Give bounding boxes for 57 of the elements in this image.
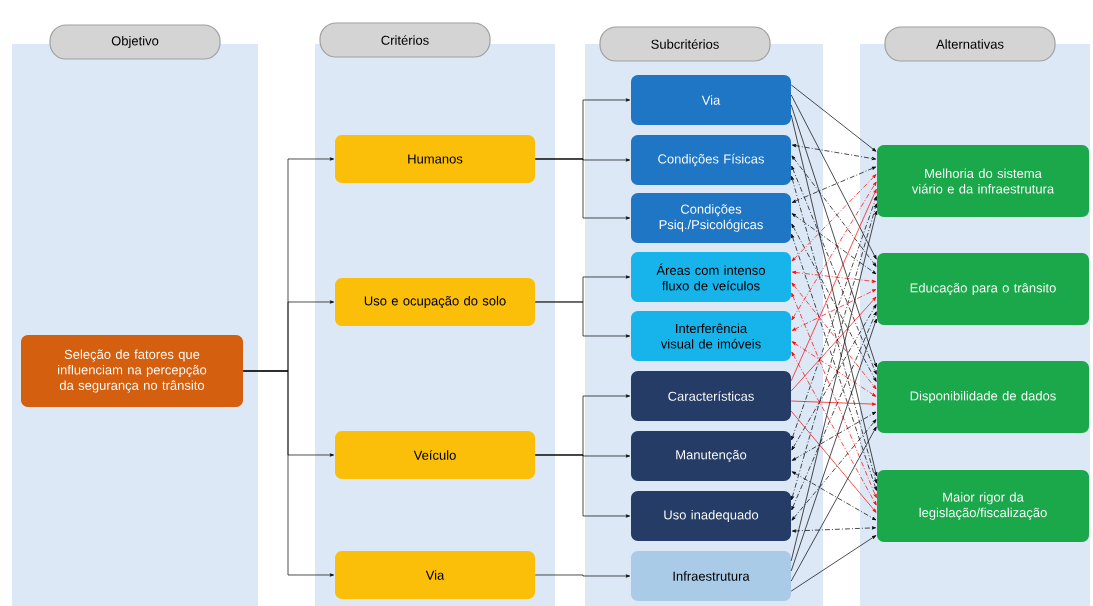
arrow [791, 289, 877, 331]
subcriterion-box: Características [631, 371, 791, 421]
arrow [790, 296, 877, 392]
arrow [790, 175, 878, 484]
arrow [791, 471, 877, 521]
arrow [791, 411, 877, 461]
subcriterion-box: Via [631, 75, 791, 125]
column-header: Alternativas [884, 26, 1056, 62]
criterion-box: Veículo [335, 431, 535, 479]
arrow [791, 282, 877, 390]
subcriterion-box: Interferência visual de imóveis [631, 311, 791, 361]
alternative-box: Disponibilidade de dados [877, 361, 1089, 433]
arrow [242, 370, 335, 577]
subcriterion-box: Áreas com intenso fluxo de veículos [631, 252, 791, 302]
subcriterion-box: Manutenção [631, 431, 791, 481]
alternative-box: Melhoria do sistema viário e da infraestrutura [877, 145, 1089, 217]
arrow [791, 166, 877, 203]
subcriterion-box: Condições Físicas [631, 135, 791, 185]
arrow [791, 419, 877, 521]
arrow [534, 574, 631, 578]
arrow [790, 410, 877, 513]
arrow [790, 318, 877, 572]
criterion-box: Via [335, 551, 535, 599]
arrow [791, 223, 877, 382]
column-header: Subcritérios [599, 26, 771, 62]
subcriterion-box: Condições Psiq./Psicológicas [631, 193, 791, 243]
arrow [790, 104, 877, 368]
arrow [791, 270, 877, 283]
arrow [790, 210, 878, 562]
subcriterion-box: Uso inadequado [631, 491, 791, 541]
goal-box: Seleção de fatores que influenciam na percepção da segurança no trânsito [21, 335, 243, 407]
arrow [790, 84, 877, 152]
arrow [790, 94, 877, 260]
criterion-box: Uso e ocupação do solo [335, 278, 535, 326]
arrow [791, 196, 877, 441]
column-header: Critérios [319, 22, 491, 58]
column-header: Objetivo [49, 24, 221, 60]
arrow [790, 535, 877, 592]
arrow [791, 351, 877, 506]
subcriterion-box: Infraestrutura [631, 551, 791, 601]
arrow [791, 174, 877, 262]
arrow [534, 454, 631, 518]
arrow [791, 155, 877, 267]
arrow [790, 114, 878, 477]
arrow [791, 144, 877, 161]
arrow [534, 301, 631, 338]
arrow [791, 213, 877, 275]
arrow [791, 526, 877, 533]
arrow [791, 181, 877, 321]
arrow [790, 426, 877, 582]
alternative-box: Maior rigor da legislação/fiscalização [877, 470, 1089, 542]
arrow [790, 400, 877, 406]
arrow [791, 304, 877, 451]
arrow [534, 158, 631, 220]
criterion-box: Humanos [335, 135, 535, 183]
alternative-box: Educação para o trânsito [877, 253, 1089, 325]
arrow [791, 341, 877, 397]
